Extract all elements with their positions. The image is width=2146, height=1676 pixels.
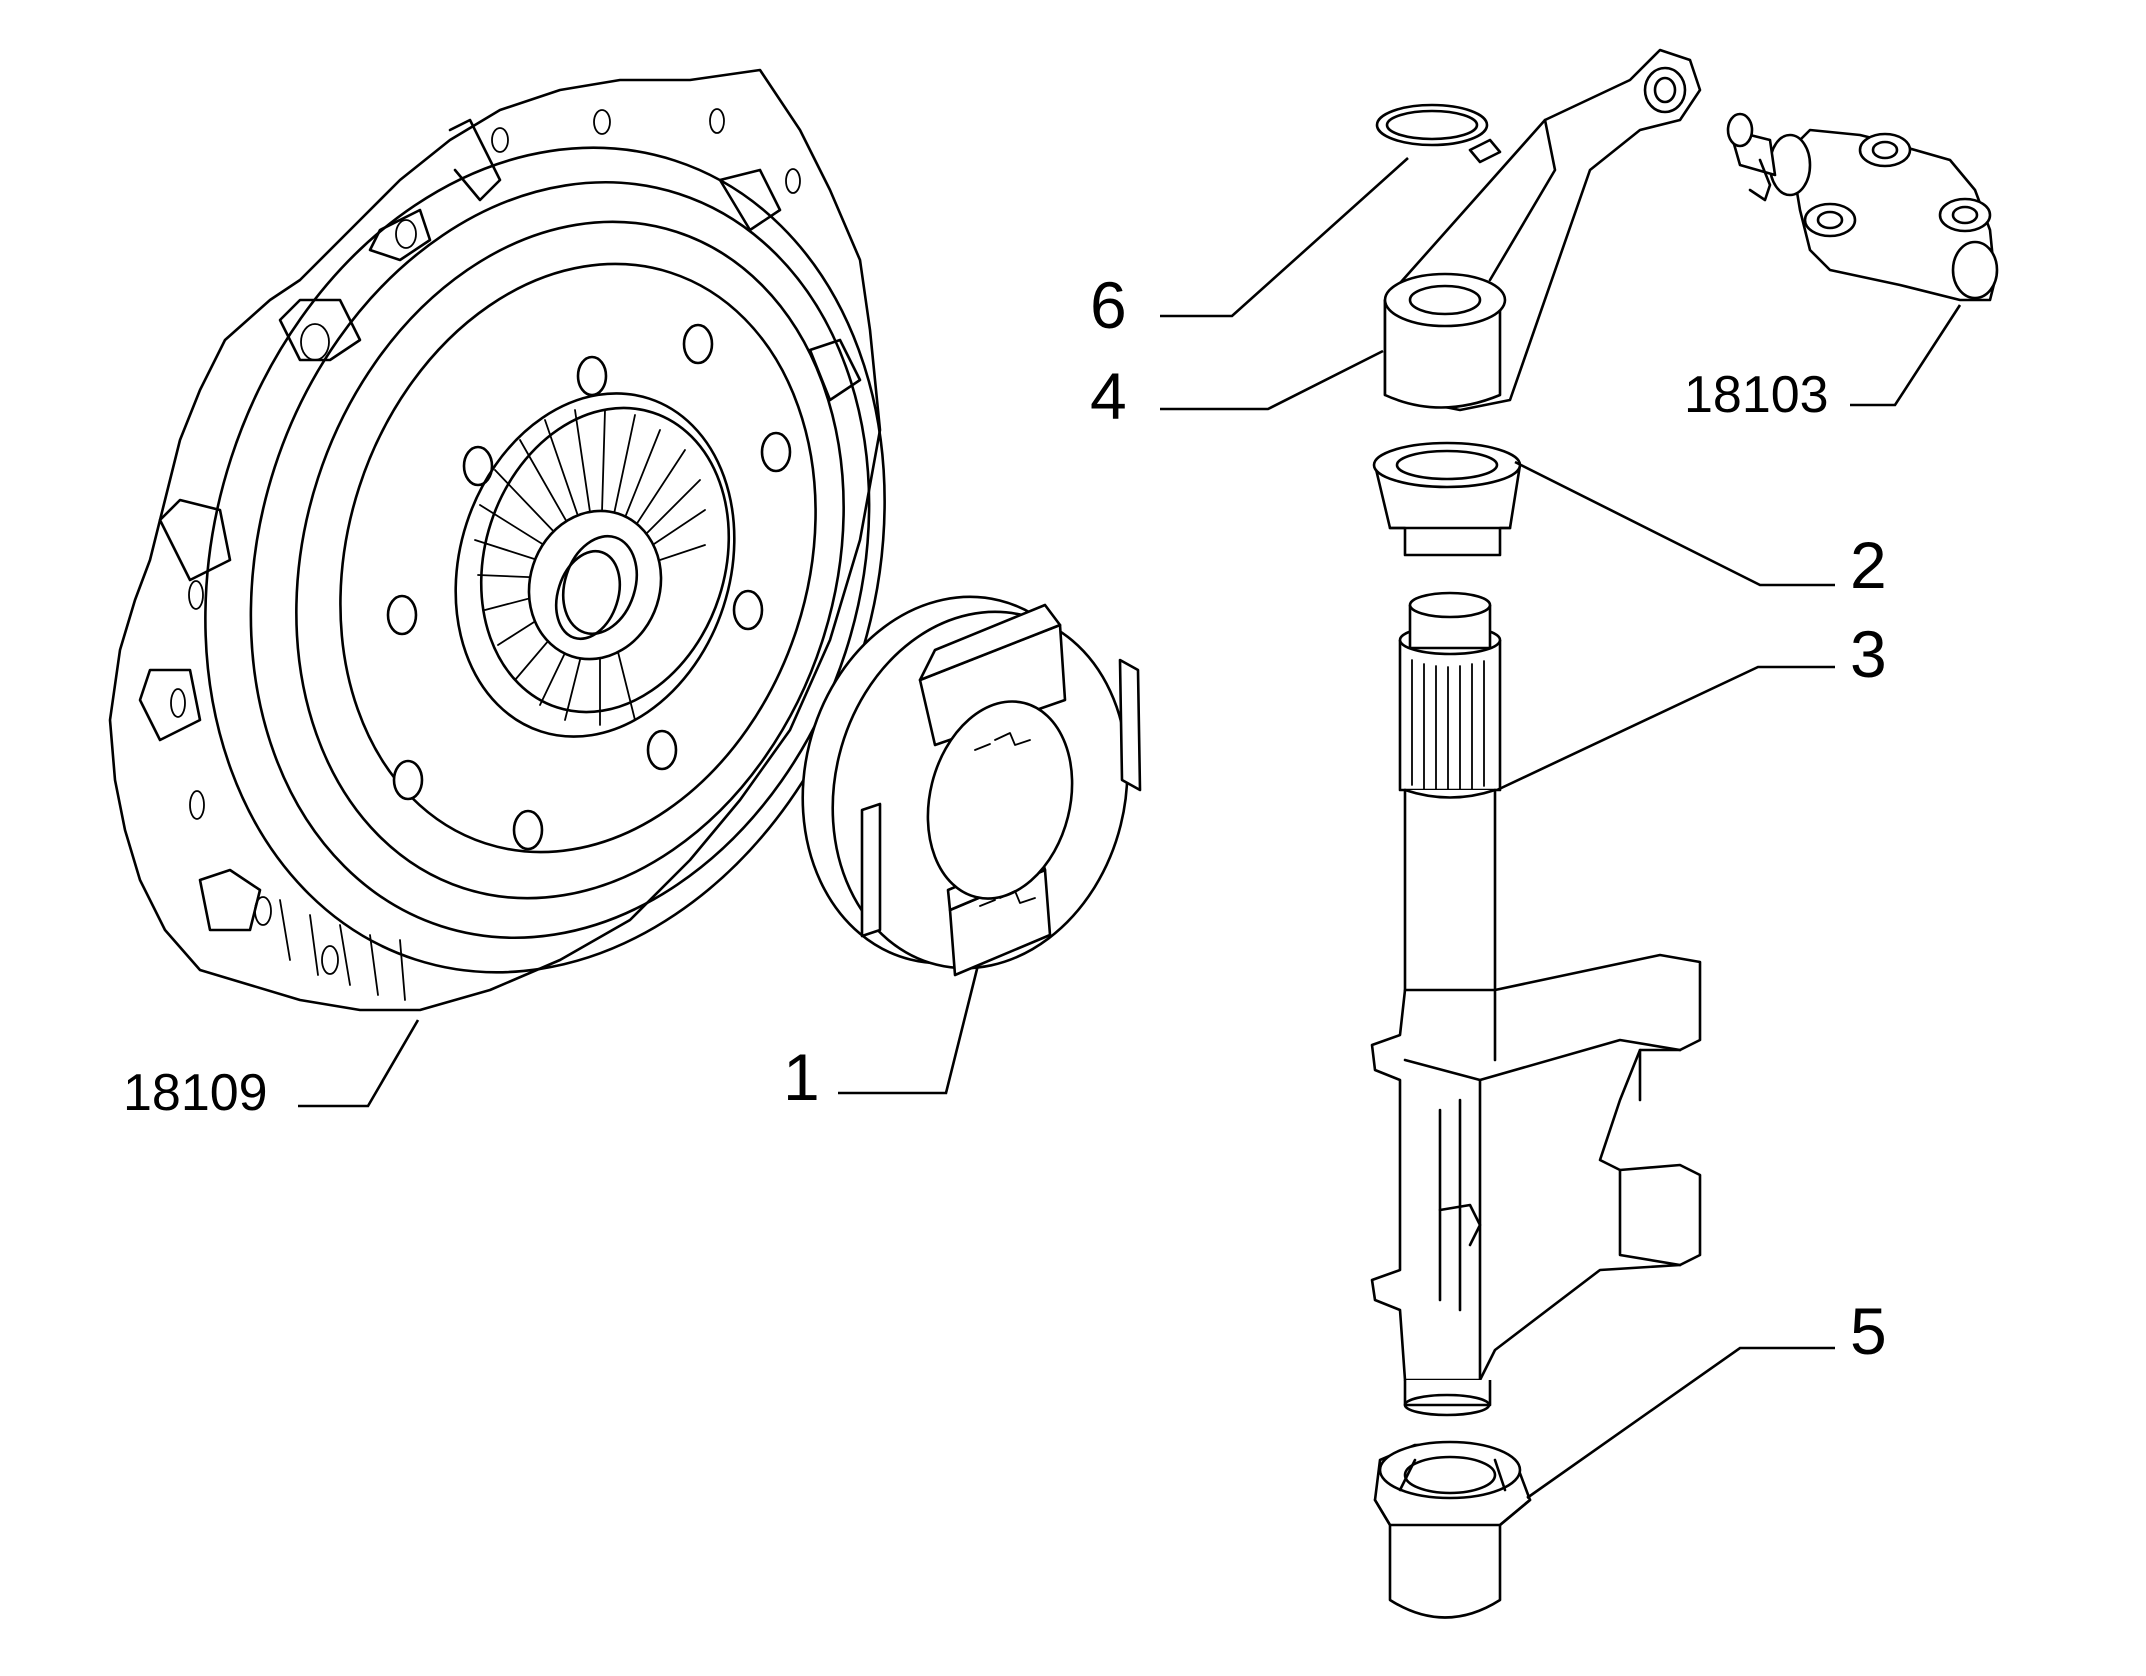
- fork-shaft: [1370, 591, 1702, 1417]
- callout-4: 4: [1090, 359, 1127, 433]
- callout-3: 3: [1850, 617, 1887, 691]
- callout-18103: 18103: [1684, 366, 1829, 424]
- release-bearing: [801, 595, 1142, 977]
- callout-5: 5: [1850, 1294, 1887, 1368]
- callout-6: 6: [1090, 268, 1127, 342]
- lower-bush: [1373, 1440, 1532, 1619]
- callout-1: 1: [783, 1040, 820, 1114]
- callout-2: 2: [1850, 528, 1887, 602]
- release-lever: [1383, 48, 1702, 412]
- upper-bush: [1372, 441, 1522, 557]
- slave-cylinder: [1726, 112, 1999, 302]
- clutch-pressure-plate: [108, 68, 886, 1012]
- circlip: [1375, 103, 1502, 164]
- leader-lines: [298, 157, 1962, 1500]
- callout-18109: 18109: [123, 1064, 268, 1122]
